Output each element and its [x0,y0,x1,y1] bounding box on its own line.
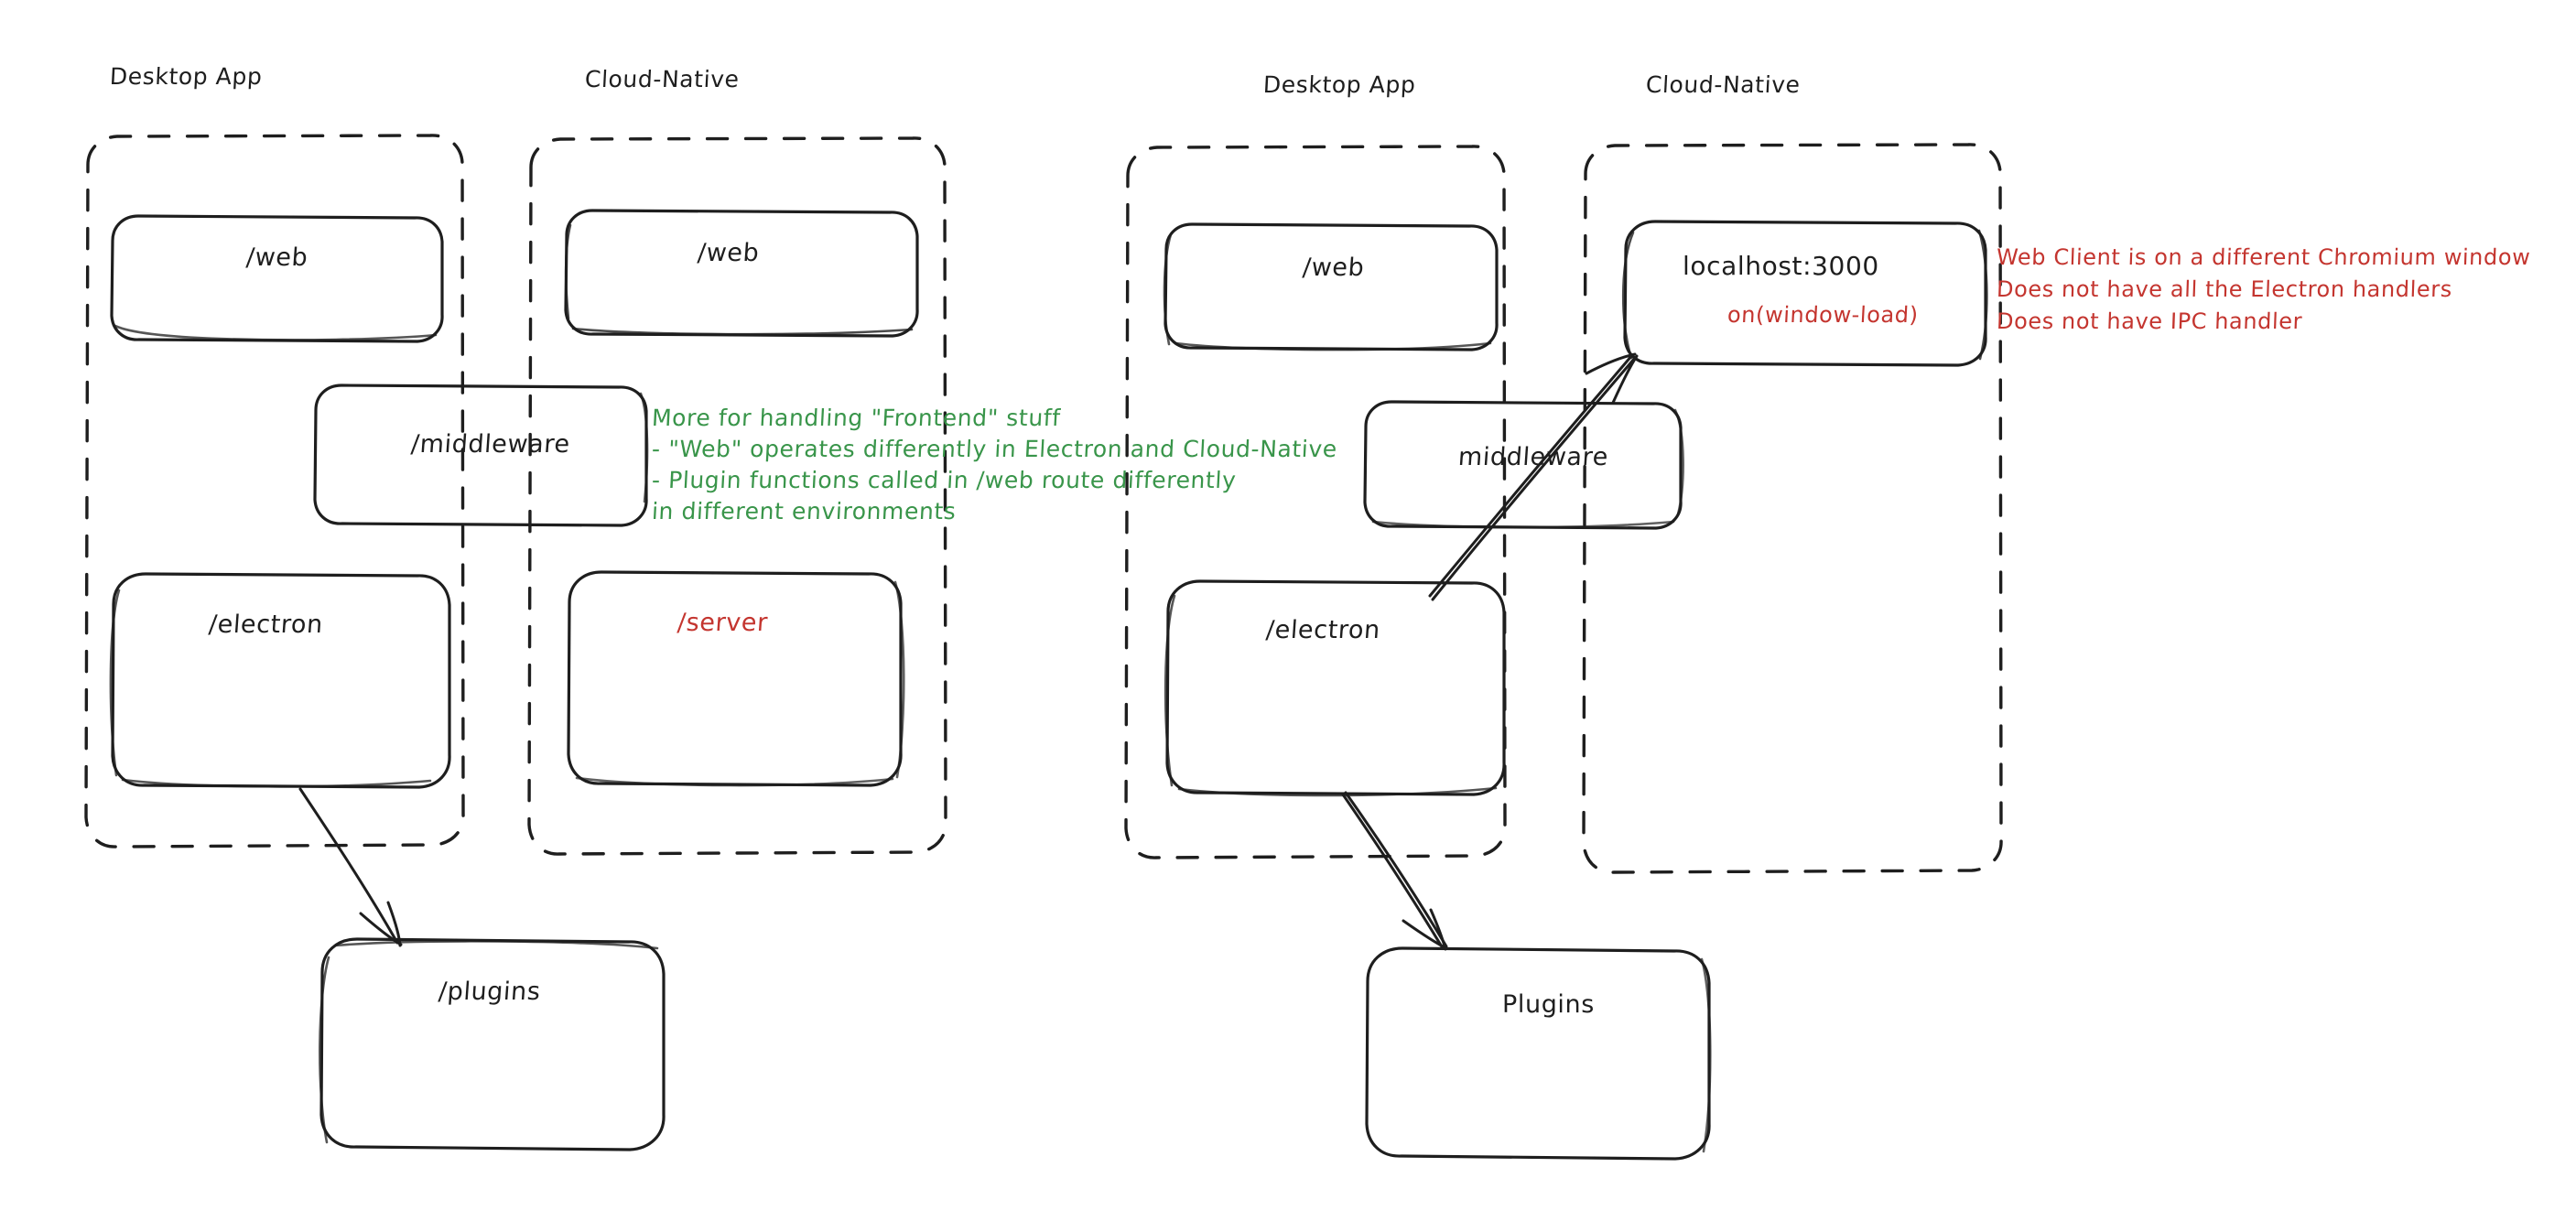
node-label-left-middleware: /middleware [409,430,571,459]
group-title-right-desktop-app: Desktop App [1262,71,1417,98]
node-label-right-plugins: Plugins [1502,990,1595,1019]
note-green-line-3: - Plugin functions called in /web route … [651,467,1238,493]
group-right-cloud-native [1582,143,2003,874]
node-label-right-desktop-web: /web [1301,254,1366,282]
arrow-right-electron-to-plugins [1341,791,1448,951]
note-green-line-4: in different environments [651,498,958,524]
node-left-cloud-web[interactable] [564,209,919,338]
node-right-middleware[interactable] [1363,400,1684,530]
group-left-cloud-native [527,136,947,856]
node-right-desktop-web[interactable] [1163,222,1499,351]
note-red-line-3: Does not have IPC handler [1996,308,2303,334]
node-left-server[interactable] [567,570,905,787]
arrow-right-electron-to-localhost [1428,352,1639,601]
note-red-line-2: Does not have all the Electron handlers [1996,276,2453,302]
node-label-right-electron: /electron [1264,616,1381,644]
group-title-left-cloud-native: Cloud-Native [584,66,741,92]
node-label-left-electron: /electron [207,611,324,639]
group-left-desktop-app [84,134,465,848]
node-right-localhost[interactable] [1621,220,1988,367]
note-red-line-1: Web Client is on a different Chromium wi… [1996,244,2531,270]
node-right-plugins[interactable] [1365,946,1712,1161]
node-label-left-desktop-web: /web [244,243,309,272]
node-right-electron[interactable] [1164,579,1506,797]
node-label-left-cloud-web: /web [696,239,761,267]
node-left-desktop-web[interactable] [110,214,444,343]
group-title-left-desktop-app: Desktop App [109,63,264,90]
node-sublabel-right-localhost-onwindowload: on(window-load) [1726,302,1920,328]
node-left-electron[interactable] [109,572,451,789]
note-green-line-2: - "Web" operates differently in Electron… [651,436,1338,462]
node-label-left-server: /server [676,609,769,637]
node-left-plugins[interactable] [319,937,666,1151]
node-left-middleware[interactable] [313,384,649,527]
node-label-right-localhost: localhost:3000 [1683,251,1879,281]
group-right-desktop-app [1124,145,1507,859]
node-label-right-middleware: middleware [1456,443,1610,471]
note-green-line-1: More for handling "Frontend" stuff [651,405,1062,431]
arrow-left-electron-to-plugins [298,787,403,947]
group-title-right-cloud-native: Cloud-Native [1645,71,1802,98]
node-label-left-plugins: /plugins [437,978,542,1006]
